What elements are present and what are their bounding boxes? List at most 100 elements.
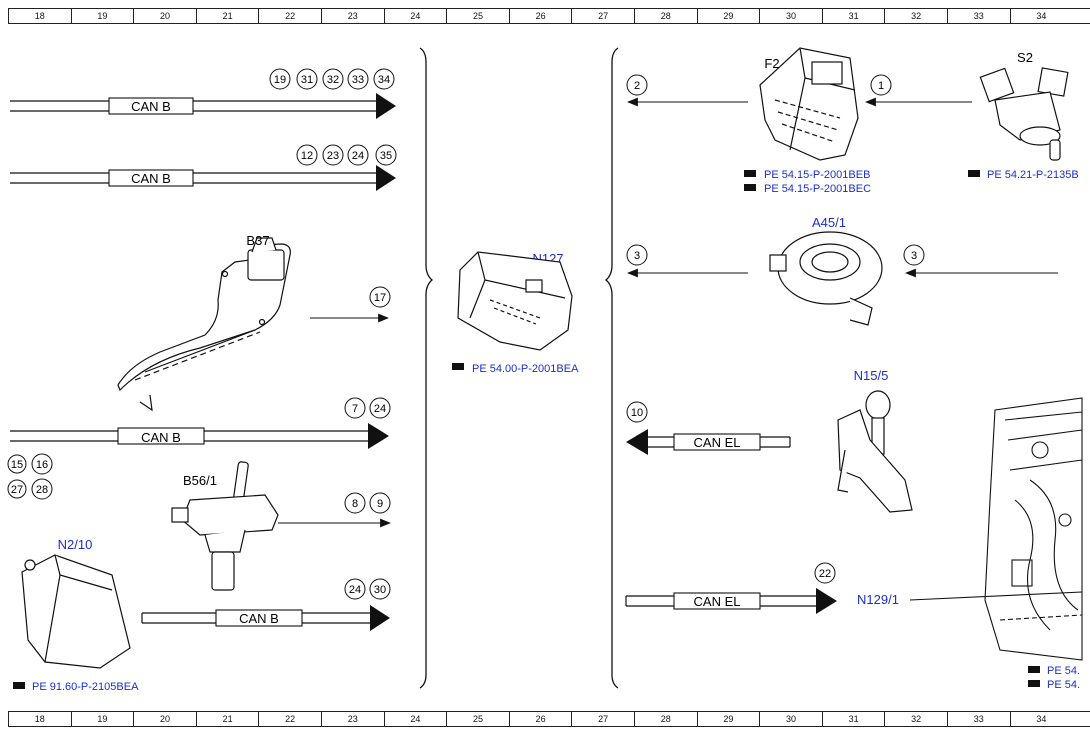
grid-ruler-cell: 29 xyxy=(696,712,760,726)
s2-label: S2 xyxy=(1017,50,1033,65)
connector-circle xyxy=(369,286,391,308)
grid-ruler-cell: 33 xyxy=(947,712,1010,726)
b56-1-sensor-illustration xyxy=(171,461,279,591)
can-b-label: CAN B xyxy=(141,430,181,445)
connector-number: 16 xyxy=(36,459,48,471)
ref-link-text[interactable]: PE 91.60-P-2105BEA xyxy=(32,681,139,693)
ref-link-text[interactable]: PE 54.00-P-2001BEA xyxy=(472,363,579,375)
grid-ruler-cell: 24 xyxy=(383,712,447,726)
connector-number: 8 xyxy=(352,498,358,510)
left-brace xyxy=(419,47,434,689)
grid-ruler-cell: 34 xyxy=(1009,712,1073,726)
connector-number: 24 xyxy=(374,403,386,415)
connector-number: 22 xyxy=(819,568,831,580)
connector-number: 32 xyxy=(327,74,339,86)
n127-module-illustration xyxy=(457,251,573,351)
n127-ref-link[interactable]: PE 54.00-P-2001BEA xyxy=(452,363,579,375)
grid-ruler-cell: 20 xyxy=(133,9,196,23)
grid-ruler-cell: 25 xyxy=(446,712,509,726)
can-b-label: CAN B xyxy=(131,171,171,186)
connector-number: 1 xyxy=(878,80,884,92)
connector-number: 12 xyxy=(301,150,313,162)
grid-ruler-cell: 18 xyxy=(8,9,71,23)
n129-1-label: N129/1 xyxy=(857,592,899,607)
grid-ruler-cell: 22 xyxy=(258,9,321,23)
grid-ruler-cell: 30 xyxy=(759,712,822,726)
grid-ruler-cell: 30 xyxy=(759,9,822,23)
connector-number: 17 xyxy=(374,292,386,304)
n15-5-selector-illustration xyxy=(837,390,913,513)
connector-circle xyxy=(870,74,892,96)
can-b-bus-row2: CAN B xyxy=(10,165,396,191)
can-b-label: CAN B xyxy=(131,99,171,114)
grid-ruler-cell: 31 xyxy=(821,9,885,23)
connector-number: 7 xyxy=(352,403,358,415)
can-b-label: CAN B xyxy=(239,611,279,626)
connector-circles-row1: 19 31 32 33 34 xyxy=(269,68,395,90)
connector-number: 34 xyxy=(378,74,390,86)
can-b-bus-row4: CAN B xyxy=(10,423,389,449)
connector-number: 35 xyxy=(380,150,392,162)
connector-circles-row2: 12 23 24 35 xyxy=(296,144,397,166)
grid-ruler-cell: 32 xyxy=(884,9,947,23)
connector-number: 33 xyxy=(352,74,364,86)
grid-ruler-cell: 22 xyxy=(258,712,321,726)
grid-ruler-cell: 18 xyxy=(8,712,71,726)
connector-circles-row4: 7 24 xyxy=(344,397,391,419)
connector-circle xyxy=(814,562,836,584)
can-b-bus-row1: CAN B xyxy=(10,93,396,119)
transmission-illustration xyxy=(984,397,1083,661)
connector-number: 3 xyxy=(634,250,640,262)
grid-ruler-cell: 27 xyxy=(571,712,634,726)
grid-ruler-cell: 21 xyxy=(195,712,259,726)
ref-link-text[interactable]: PE 54.15-P-2001BEC xyxy=(764,183,871,195)
connector-number: 2 xyxy=(634,80,640,92)
n129-1-ref-link-a[interactable]: PE 54. xyxy=(1028,665,1080,677)
connector-number: 19 xyxy=(274,74,286,86)
n129-1-leader-line xyxy=(909,591,1083,601)
n2-10-ref-link[interactable]: PE 91.60-P-2105BEA xyxy=(13,681,139,693)
can-el-bus-n15: CAN EL xyxy=(626,429,791,455)
b56-1-label: B56/1 xyxy=(183,473,217,488)
grid-ruler-cell: 31 xyxy=(821,712,885,726)
ref-link-text[interactable]: PE 54.21-P-2135B xyxy=(987,169,1079,181)
grid-ruler-cell: 21 xyxy=(195,9,259,23)
f2-ref-link-b[interactable]: PE 54.15-P-2001BEC xyxy=(744,183,871,195)
connector-number: 30 xyxy=(374,584,386,596)
n2-10-module-illustration xyxy=(21,554,131,669)
s2-ref-link[interactable]: PE 54.21-P-2135B xyxy=(968,169,1079,181)
connector-number: 28 xyxy=(36,484,48,496)
a45-1-clockspring-illustration xyxy=(769,231,883,326)
grid-ruler-cell: 28 xyxy=(634,712,697,726)
grid-ruler-cell: 26 xyxy=(508,9,572,23)
ref-link-text[interactable]: PE 54.15-P-2001BEB xyxy=(764,169,870,181)
n129-1-ref-link-b[interactable]: PE 54. xyxy=(1028,679,1080,691)
f2-ref-link-a[interactable]: PE 54.15-P-2001BEB xyxy=(744,169,870,181)
connector-number: 24 xyxy=(349,584,361,596)
can-b-bus-row5: CAN B xyxy=(141,605,390,631)
grid-ruler-cell: 24 xyxy=(383,9,447,23)
n2-10-label: N2/10 xyxy=(58,537,93,552)
grid-ruler-cell: 33 xyxy=(947,9,1010,23)
f2-label: F2 xyxy=(764,56,779,71)
ref-link-text[interactable]: PE 54. xyxy=(1047,665,1080,677)
connector-number: 3 xyxy=(911,250,917,262)
b37-pedal-illustration xyxy=(117,237,291,412)
grid-ruler-cell: 32 xyxy=(884,712,947,726)
connector-circles-b56: 8 9 xyxy=(344,492,391,514)
connector-number: 10 xyxy=(631,407,643,419)
connector-number: 24 xyxy=(352,150,364,162)
connector-number: 27 xyxy=(11,484,23,496)
ref-link-text[interactable]: PE 54. xyxy=(1047,679,1080,691)
right-brace xyxy=(604,47,619,689)
connector-circle xyxy=(626,401,648,423)
grid-ruler-cell: 29 xyxy=(696,9,760,23)
n15-5-label: N15/5 xyxy=(854,368,889,383)
grid-ruler-cell: 28 xyxy=(634,9,697,23)
grid-ruler-cell: 27 xyxy=(571,9,634,23)
grid-ruler-cell: 34 xyxy=(1009,9,1073,23)
connector-number: 15 xyxy=(11,459,23,471)
grid-ruler-cell: 23 xyxy=(321,712,384,726)
